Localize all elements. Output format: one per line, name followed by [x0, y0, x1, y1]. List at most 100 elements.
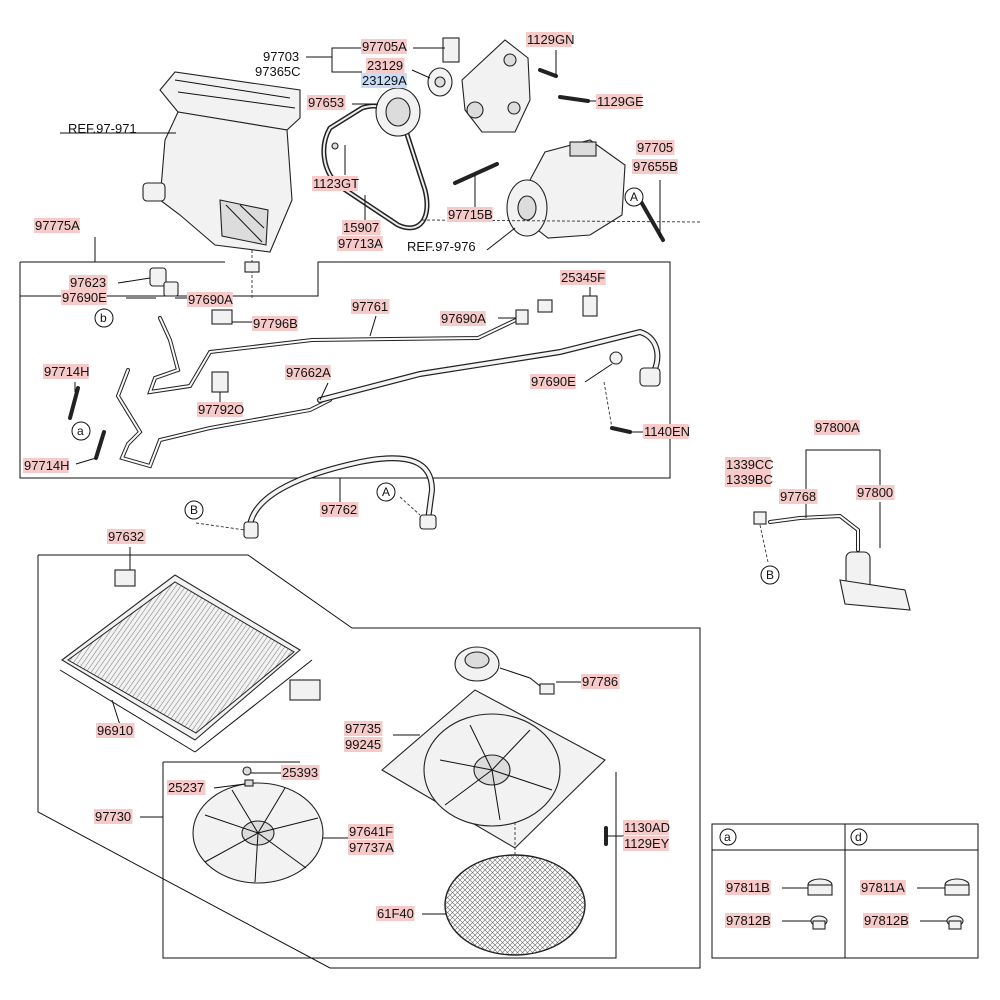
label-highlight — [376, 906, 415, 921]
part-number-text: 97705A — [362, 39, 407, 54]
label-highlight — [307, 95, 346, 110]
ac-compressor-icon — [506, 139, 626, 239]
fan-shroud-icon — [381, 689, 606, 849]
label-highlight — [581, 674, 620, 689]
label-97662A: 97662A — [285, 365, 331, 380]
label-97800: 97800 — [856, 485, 895, 500]
label-97730: 97730 — [94, 809, 133, 824]
label-highlight — [197, 402, 243, 417]
label-highlight — [530, 374, 576, 389]
label-97690A_1: 97690A — [187, 292, 233, 307]
callout-ring — [624, 187, 644, 207]
label-highlight — [344, 737, 383, 752]
part-number-text: REF.97-976 — [407, 239, 476, 254]
label-97768: 97768 — [779, 489, 818, 504]
callout-circle-b-left: b — [94, 308, 114, 328]
legend-circle-d — [850, 828, 868, 846]
label-97811A: 97811A — [860, 880, 906, 895]
part-number-text: 1123GT — [313, 176, 359, 191]
legend-col-d: d — [855, 830, 862, 844]
label-97812B_d: 97812B — [863, 913, 909, 928]
label-highlight — [860, 880, 906, 895]
label-97812B_a: 97812B — [725, 913, 771, 928]
label-highlight — [167, 780, 206, 795]
label-97796B: 97796B — [252, 316, 298, 331]
label-97761: 97761 — [351, 299, 390, 314]
discharge-hose-icon — [243, 455, 437, 539]
label-23129A: 23129A — [361, 73, 407, 88]
part-number-text: 97714H — [24, 458, 70, 473]
callout-letter: A — [382, 485, 390, 499]
label-highlight — [23, 458, 69, 473]
callout-circle-B-cond: B — [184, 500, 204, 520]
liquid-tube-icon — [115, 316, 522, 469]
part-number-text: 97768 — [780, 489, 816, 504]
label-1339BC: 1339BC — [725, 472, 773, 487]
label-highlight — [725, 913, 771, 928]
label-1123GT: 1123GT — [312, 176, 359, 191]
fan-blade-icon — [192, 782, 324, 884]
label-highlight — [312, 176, 358, 191]
part-number-text: 97792O — [198, 402, 244, 417]
bracket-97796b-icon — [211, 309, 233, 325]
label-highlight — [560, 270, 606, 285]
label-1339CC: 1339CC — [725, 457, 774, 472]
part-number-text: 61F40 — [377, 906, 414, 921]
callout-ring — [94, 308, 114, 328]
part-number-text: 15907 — [343, 220, 379, 235]
label-highlight — [361, 39, 407, 54]
leader-97690e-2 — [584, 363, 613, 383]
label-highlight — [348, 840, 394, 855]
label-97623: 97623 — [69, 275, 108, 290]
part-number-text: 1130AD — [624, 820, 670, 835]
part-number-text: 97761 — [352, 299, 388, 314]
label-1129EY: 1129EY — [623, 836, 670, 851]
part-number-text: 1129GE — [597, 94, 644, 109]
label-25345F: 25345F — [560, 270, 606, 285]
part-number-text: 97705 — [637, 140, 673, 155]
part-number-text: 97811A — [861, 880, 905, 895]
callout-circle-A-top: A — [624, 187, 644, 207]
label-highlight — [725, 457, 771, 472]
callout-ring — [376, 482, 396, 502]
leader-97662a — [319, 382, 329, 401]
compressor-bracket-icon — [461, 39, 531, 133]
part-number-text: 97735 — [345, 721, 381, 736]
callout-ring — [71, 421, 91, 441]
part-number-text: 1129EY — [624, 836, 670, 851]
label-highlight — [320, 502, 359, 517]
label-97690A_2: 97690A — [440, 311, 486, 326]
part-number-text: 97690A — [441, 311, 486, 326]
label-highlight — [43, 364, 89, 379]
part-number-text: 97690E — [531, 374, 576, 389]
label-97713A: 97713A — [337, 236, 383, 251]
label-97800A: 97800A — [814, 420, 860, 435]
label-highlight — [440, 311, 486, 326]
label-highlight — [366, 58, 405, 73]
label-highlight — [636, 140, 675, 155]
label-99245: 99245 — [344, 737, 383, 752]
label-97735: 97735 — [344, 721, 383, 736]
label-highlight — [856, 485, 895, 500]
label-97655B: 97655B — [632, 159, 678, 174]
dash-1140en — [603, 381, 613, 429]
callout-letter: A — [630, 190, 638, 204]
leader-97703-b — [331, 57, 362, 73]
callout-circle-a-left: a — [71, 421, 91, 441]
part-number-text: 97812B — [864, 913, 909, 928]
label-highlight — [344, 721, 383, 736]
label-25237: 25237 — [167, 780, 206, 795]
hose-group-box — [19, 261, 671, 479]
tensioner-icon — [427, 37, 460, 97]
label-highlight — [725, 472, 771, 487]
part-number-text: 99245 — [345, 737, 381, 752]
dash-b-recv — [759, 524, 769, 563]
label-highlight — [337, 236, 383, 251]
leader-97703-a — [306, 47, 362, 58]
part-number-text: 97811B — [726, 880, 770, 895]
bolt-97714h-icon — [68, 386, 106, 460]
label-97653: 97653 — [307, 95, 346, 110]
part-number-text: 23129A — [362, 73, 407, 88]
grommet-97811b-icon — [807, 878, 833, 896]
